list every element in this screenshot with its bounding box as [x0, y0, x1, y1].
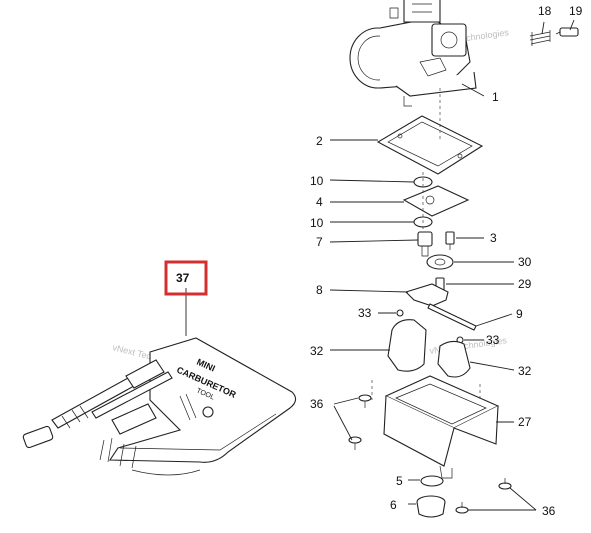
label-part-33: 33 [486, 333, 500, 347]
label-part-27: 27 [518, 415, 532, 429]
label-part-3: 3 [490, 231, 497, 245]
label-part-32: 32 [310, 344, 324, 358]
part-2-gasket [376, 115, 484, 175]
label-part-32: 32 [518, 364, 532, 378]
part-32-float [437, 340, 471, 378]
label-part-2: 2 [316, 134, 323, 148]
highlight-box [164, 260, 208, 296]
part-36-screw [348, 436, 362, 450]
part-19-screw [555, 27, 579, 37]
label-part-18: 18 [538, 4, 552, 18]
carburetor-body-drawing [349, 0, 477, 107]
label-part-7: 7 [316, 235, 323, 249]
label-part-8: 8 [316, 283, 323, 297]
label-part-6: 6 [390, 498, 397, 512]
label-part-10: 10 [310, 216, 324, 230]
label-part-37: 37 [176, 271, 190, 285]
label-part-33: 33 [358, 306, 372, 320]
part-27-float-bowl [383, 375, 500, 479]
part-32-float [387, 319, 427, 372]
label-part-30: 30 [518, 255, 532, 269]
part-6-drain-plug [416, 495, 446, 518]
part-18-spring [529, 30, 551, 46]
label-part-36: 36 [542, 504, 556, 518]
part-33-screw [396, 309, 404, 317]
part-36-screw [358, 394, 372, 408]
part-8-float-arm [404, 283, 449, 307]
part-36-screw [498, 478, 512, 490]
part-37-tool-kit: MINI CARBURETOR TOOL [22, 337, 297, 476]
part-36-screw [455, 502, 469, 514]
label-part-19: 19 [569, 4, 583, 18]
label-part-4: 4 [316, 195, 323, 209]
part-7-jet [417, 231, 433, 257]
part-5-o-ring [420, 475, 444, 487]
label-part-5: 5 [396, 474, 403, 488]
leader-lines [185, 19, 575, 511]
label-part-36: 36 [310, 397, 324, 411]
label-part-9: 9 [516, 307, 523, 321]
label-part-1: 1 [492, 90, 499, 104]
part-9-pin [427, 303, 477, 331]
part-3-screw [445, 231, 455, 250]
label-part-10: 10 [310, 174, 324, 188]
part-4-plate [402, 185, 470, 217]
part-30-valve-seat [426, 254, 454, 270]
label-part-29: 29 [518, 277, 532, 291]
